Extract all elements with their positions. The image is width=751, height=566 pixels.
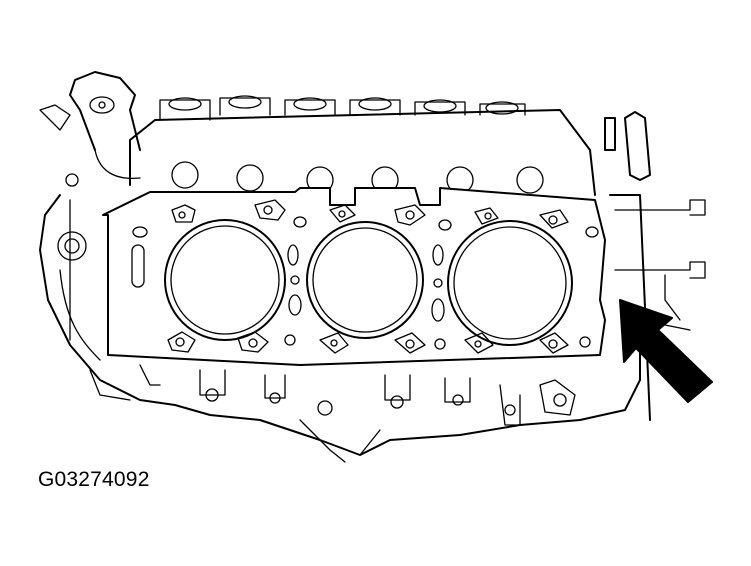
figure-id-label: G03274092 [38,468,150,491]
head-gasket [102,187,606,366]
lower-bolts [139,364,576,426]
sensor-housing [39,71,141,187]
intake-runners [129,95,596,196]
gasket-ports-bottom [167,331,591,354]
cylinder-bore-3 [447,220,573,346]
engine-block [39,194,641,463]
cylinder-bore-2 [306,221,424,339]
pointer-arrow [619,299,713,403]
cylinder-bore-1 [164,219,286,341]
gasket-ports-top [132,199,599,238]
